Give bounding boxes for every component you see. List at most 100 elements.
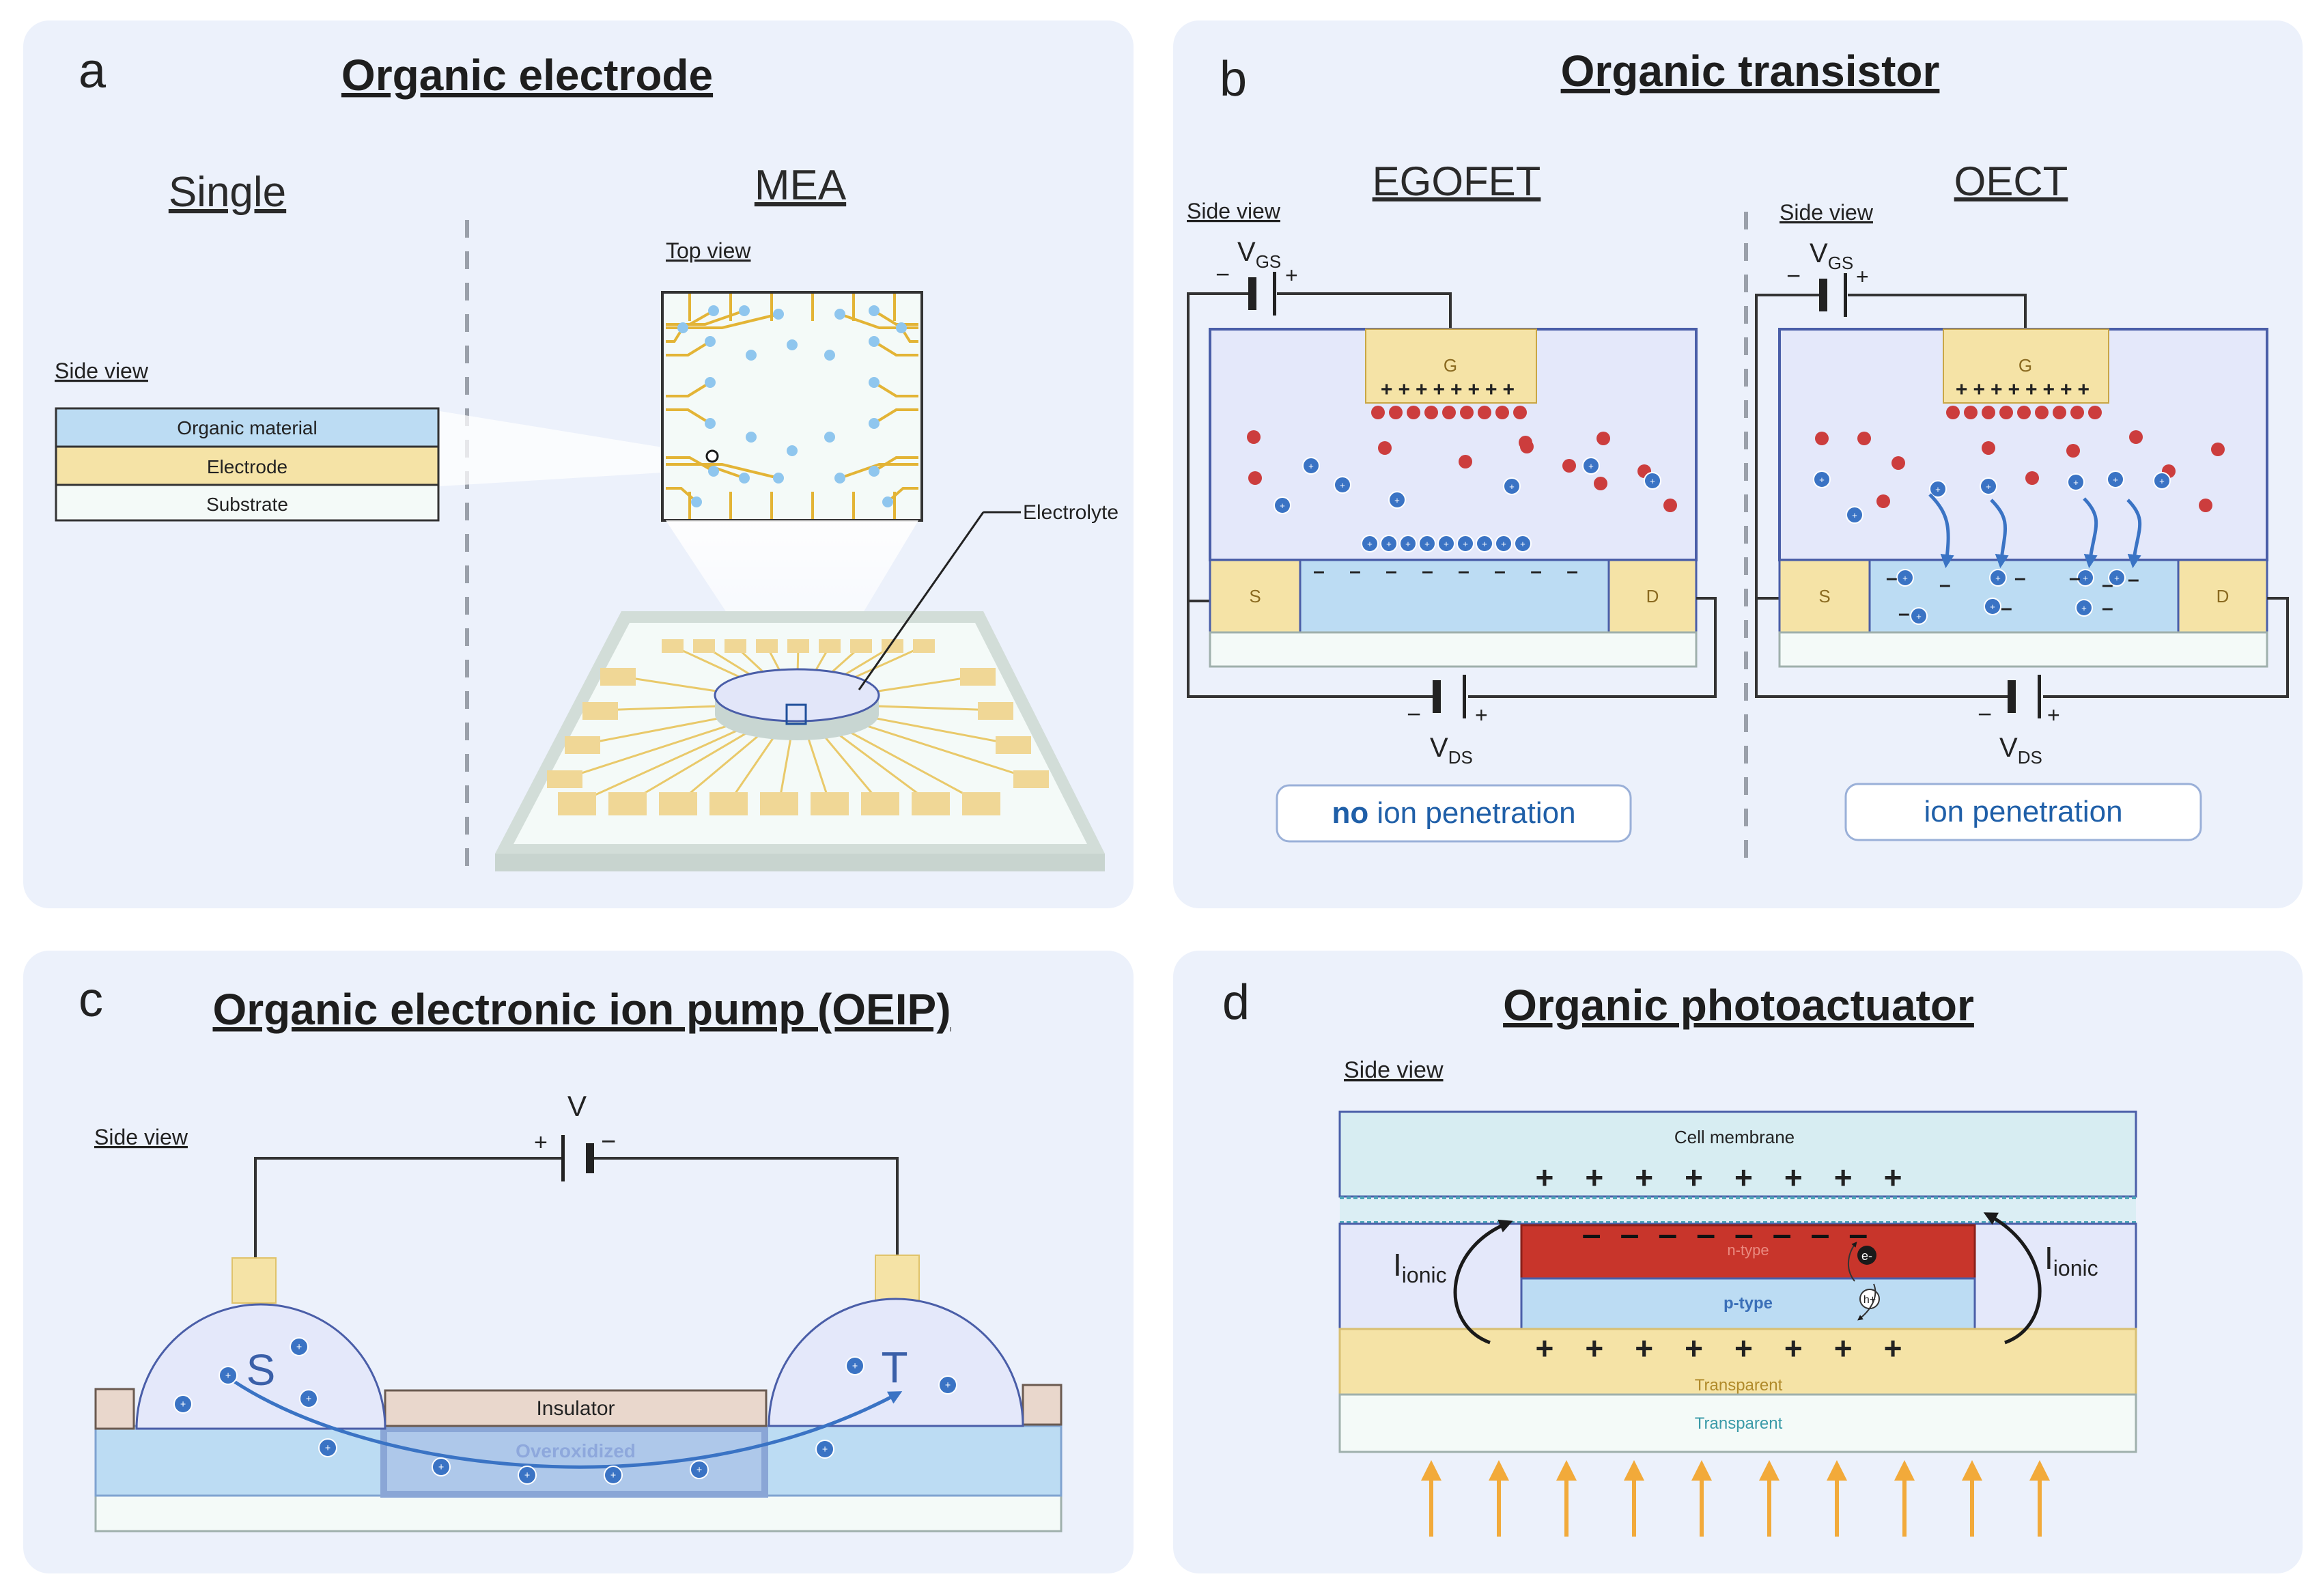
anion-icon xyxy=(2035,406,2049,419)
electrode-dot xyxy=(746,350,757,361)
cation-icon: + xyxy=(1980,477,1997,495)
svg-text:+: + xyxy=(1520,539,1525,549)
panel-d: d Organic photoactuator Side view Cell m… xyxy=(1222,975,2137,1537)
oect-device: OECT Side view VGS − + G ++++++++ ++++++… xyxy=(1755,158,2289,841)
anion-icon xyxy=(1999,406,2013,419)
mea-focus-square xyxy=(785,703,807,725)
egofet-gate-charges: ++++++++ xyxy=(1381,378,1520,401)
cation-icon: + xyxy=(518,1466,537,1485)
ionic-current-right-label: Iionic xyxy=(2044,1240,2098,1280)
layer-substrate: Substrate xyxy=(206,494,288,515)
svg-text:+: + xyxy=(697,1465,702,1476)
electrode-dot xyxy=(834,473,845,484)
electron-symbol xyxy=(1857,1246,1876,1265)
egofet-device: EGOFET Side view VGS − + G ++++++++ ++++… xyxy=(1187,158,1717,843)
egofet-vds-label: VDS xyxy=(1430,733,1473,768)
zoom-beam-down xyxy=(666,520,918,691)
electrode-dot xyxy=(869,466,880,477)
electrode-dot xyxy=(708,466,719,477)
panel-b-letter: b xyxy=(1220,52,1247,107)
anion-icon xyxy=(1424,406,1438,419)
oect-vgs-label: VGS xyxy=(1810,238,1853,273)
ntype-charges: –––––––– xyxy=(1582,1215,1887,1253)
anion-icon xyxy=(2129,430,2143,444)
electrode-dot xyxy=(787,445,798,456)
oect-vgs-plus: + xyxy=(1856,264,1869,289)
channel-charge: – xyxy=(2102,597,2113,619)
electrolyte-leader xyxy=(858,512,985,690)
membrane-charges: ++++++++ xyxy=(1536,1160,1934,1195)
ionic-current-right-arrow xyxy=(1983,1212,2042,1345)
anion-icon xyxy=(2025,471,2039,485)
svg-text:+: + xyxy=(180,1399,186,1410)
anion-icon xyxy=(1594,477,1607,490)
egofet-heading: EGOFET xyxy=(1373,158,1541,204)
channel-charge: – xyxy=(1886,567,1898,589)
cation-icon: + xyxy=(1929,480,1947,498)
svg-text:+: + xyxy=(1394,495,1400,505)
svg-text:+: + xyxy=(945,1380,951,1391)
cation-icon: + xyxy=(432,1457,451,1476)
svg-text:+: + xyxy=(822,1444,828,1455)
anion-icon xyxy=(2053,406,2066,419)
svg-text:+: + xyxy=(1340,480,1345,490)
anion-icon xyxy=(1389,406,1403,419)
cation-icon: + xyxy=(299,1389,318,1408)
svg-text:+: + xyxy=(1902,573,1908,583)
oect-source-label: S xyxy=(1818,586,1830,606)
egofet-vds-minus: − xyxy=(1407,700,1421,728)
oect-side-view-label: Side view xyxy=(1780,200,1874,225)
cation-icon: + xyxy=(1582,457,1600,475)
oect-drain-label: D xyxy=(2217,586,2229,606)
svg-text:+: + xyxy=(1990,602,1995,612)
overoxidized-label: Overoxidized xyxy=(516,1440,636,1461)
cation-icon: + xyxy=(1813,471,1831,488)
single-side-view-label: Side view xyxy=(55,359,149,383)
panel-a: a Organic electrode Single MEA Side view… xyxy=(55,44,1119,871)
oect-gate-label: G xyxy=(2018,355,2032,376)
electrode-dot xyxy=(746,432,757,443)
svg-text:+: + xyxy=(1986,481,1991,492)
ion-penetration-arrow xyxy=(1990,499,2009,568)
anion-icon xyxy=(1857,432,1871,445)
cation-icon: + xyxy=(1334,476,1351,494)
cation-icon: + xyxy=(1514,535,1532,552)
cation-icon: + xyxy=(1388,491,1406,509)
channel-charge: – xyxy=(2001,597,2012,619)
svg-text:+: + xyxy=(225,1371,231,1382)
cation-icon: + xyxy=(1846,506,1863,524)
svg-text:+: + xyxy=(2073,477,2079,488)
svg-text:+: + xyxy=(325,1443,330,1454)
channel-charge: – xyxy=(2102,574,2113,596)
anion-icon xyxy=(1982,441,1995,455)
electrode-dot xyxy=(824,432,835,443)
target-reservoir-label: T xyxy=(881,1343,908,1392)
anion-icon xyxy=(1519,436,1532,449)
svg-text:+: + xyxy=(1935,484,1941,494)
anion-icon xyxy=(1663,499,1677,512)
transparent-top-label: Transparent xyxy=(1695,1376,1783,1395)
cation-icon: + xyxy=(1380,535,1398,552)
single-layer-stack: Organic material Electrode Substrate xyxy=(55,407,440,522)
electrode-dot xyxy=(739,305,750,316)
panel-b-title: Organic transistor xyxy=(1561,46,1940,96)
svg-text:+: + xyxy=(524,1470,530,1481)
egofet-channel-charges: – – – – – – – – xyxy=(1313,560,1588,583)
svg-text:+: + xyxy=(1588,461,1594,471)
oect-vds-plus: + xyxy=(2047,703,2060,727)
svg-text:+: + xyxy=(2083,573,2088,583)
electrode-dot xyxy=(824,350,835,361)
ptype-label: p-type xyxy=(1724,1294,1773,1313)
anion-icon xyxy=(1495,406,1509,419)
anion-icon xyxy=(1596,432,1610,445)
svg-text:+: + xyxy=(1280,501,1285,511)
anion-icon xyxy=(1562,459,1576,473)
electrode-dot xyxy=(869,336,880,347)
anion-icon xyxy=(1946,406,1960,419)
single-heading: Single xyxy=(169,169,286,216)
layer-organic-material: Organic material xyxy=(177,417,317,438)
cation-icon: + xyxy=(1302,457,1320,475)
cation-icon: + xyxy=(845,1356,864,1375)
svg-text:+: + xyxy=(610,1470,616,1481)
svg-text:+: + xyxy=(1501,539,1506,549)
